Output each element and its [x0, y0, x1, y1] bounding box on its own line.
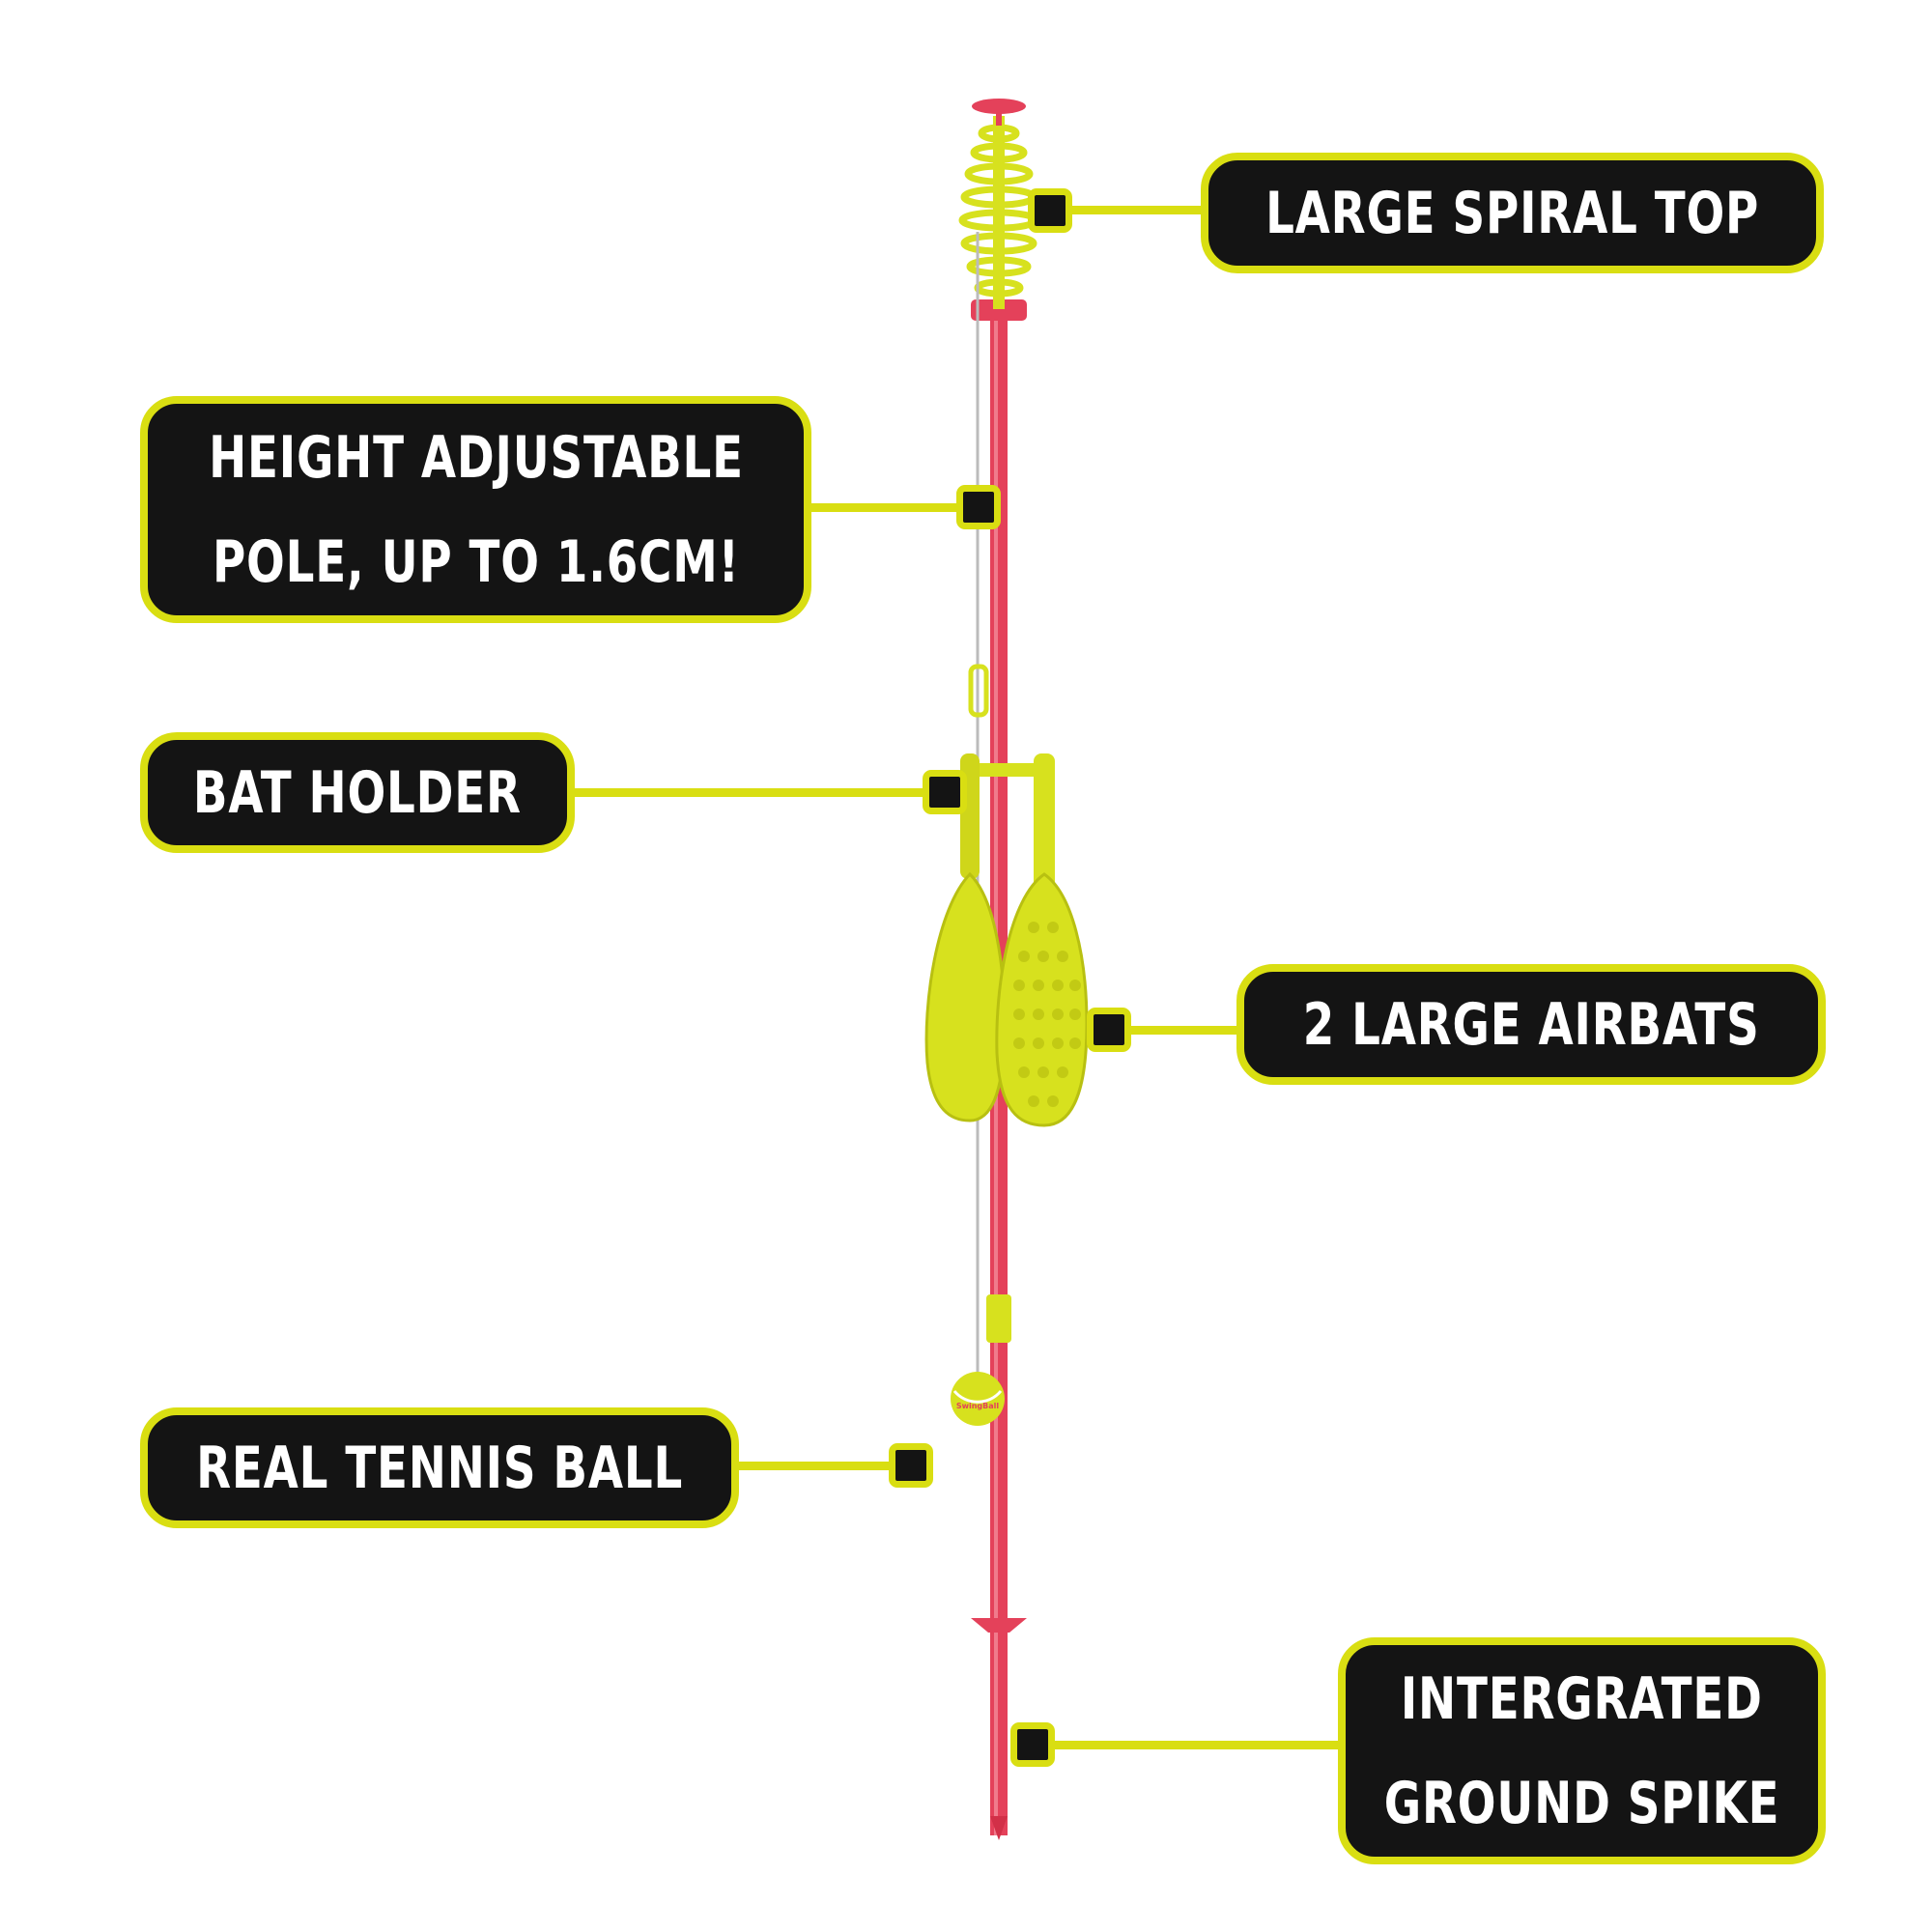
height-pole-marker	[956, 485, 1001, 529]
ground-spike-label-line1: INTERGRATED	[1401, 1664, 1763, 1733]
tennis-ball-seam	[952, 1389, 1003, 1404]
bat-right-mesh	[1013, 922, 1081, 1107]
bat-holder-label-box: BAT HOLDER	[140, 732, 575, 853]
spiral-top-connector	[1063, 206, 1208, 214]
spike-tip	[990, 1816, 1008, 1840]
bat-holder-connector	[565, 788, 932, 797]
bat-holder-label: BAT HOLDER	[193, 758, 522, 827]
airbats-marker	[1087, 1008, 1131, 1052]
bat-right-head	[995, 872, 1089, 1127]
height-pole-connector	[802, 503, 976, 512]
height-pole-label-box: HEIGHT ADJUSTABLE POLE, UP TO 1.6CM!	[140, 396, 811, 623]
airbats-label: 2 LARGE AIRBATS	[1302, 990, 1760, 1059]
tennis-ball-label-box: REAL TENNIS BALL	[140, 1407, 739, 1528]
airbats-connector	[1121, 1026, 1246, 1035]
top-knob	[972, 99, 1026, 114]
spiral-top-marker	[1028, 188, 1072, 233]
top-knob-stem	[996, 106, 1002, 126]
height-pole-label-line2: POLE, UP TO 1.6CM!	[212, 527, 740, 596]
tennis-ball	[951, 1372, 1005, 1426]
spike-fins	[971, 1618, 1027, 1633]
height-pole-label-line1: HEIGHT ADJUSTABLE	[208, 423, 744, 492]
tennis-ball-logo: SwingBall	[956, 1402, 1000, 1410]
ground-spike-marker	[1010, 1722, 1055, 1767]
spiral-top-label: LARGE SPIRAL TOP	[1264, 179, 1760, 247]
top-collar	[971, 299, 1027, 321]
bat-holder-bracket	[961, 763, 1053, 777]
tennis-ball-label: REAL TENNIS BALL	[195, 1434, 684, 1502]
bat-holder-marker	[923, 770, 967, 814]
string-clip	[968, 664, 989, 718]
pole-sleeve	[986, 1294, 1011, 1343]
tennis-ball-marker	[889, 1443, 933, 1488]
ground-spike-connector	[1043, 1741, 1348, 1749]
ground-spike-label-box: INTERGRATED GROUND SPIKE	[1338, 1637, 1826, 1864]
bat-right-handle	[1034, 753, 1055, 889]
tennis-ball-connector	[729, 1462, 903, 1470]
ground-spike-label-line2: GROUND SPIKE	[1383, 1769, 1780, 1837]
airbats-label-box: 2 LARGE AIRBATS	[1236, 964, 1826, 1085]
spiral-top-label-box: LARGE SPIRAL TOP	[1201, 153, 1824, 273]
bat-left-head	[924, 871, 1007, 1122]
